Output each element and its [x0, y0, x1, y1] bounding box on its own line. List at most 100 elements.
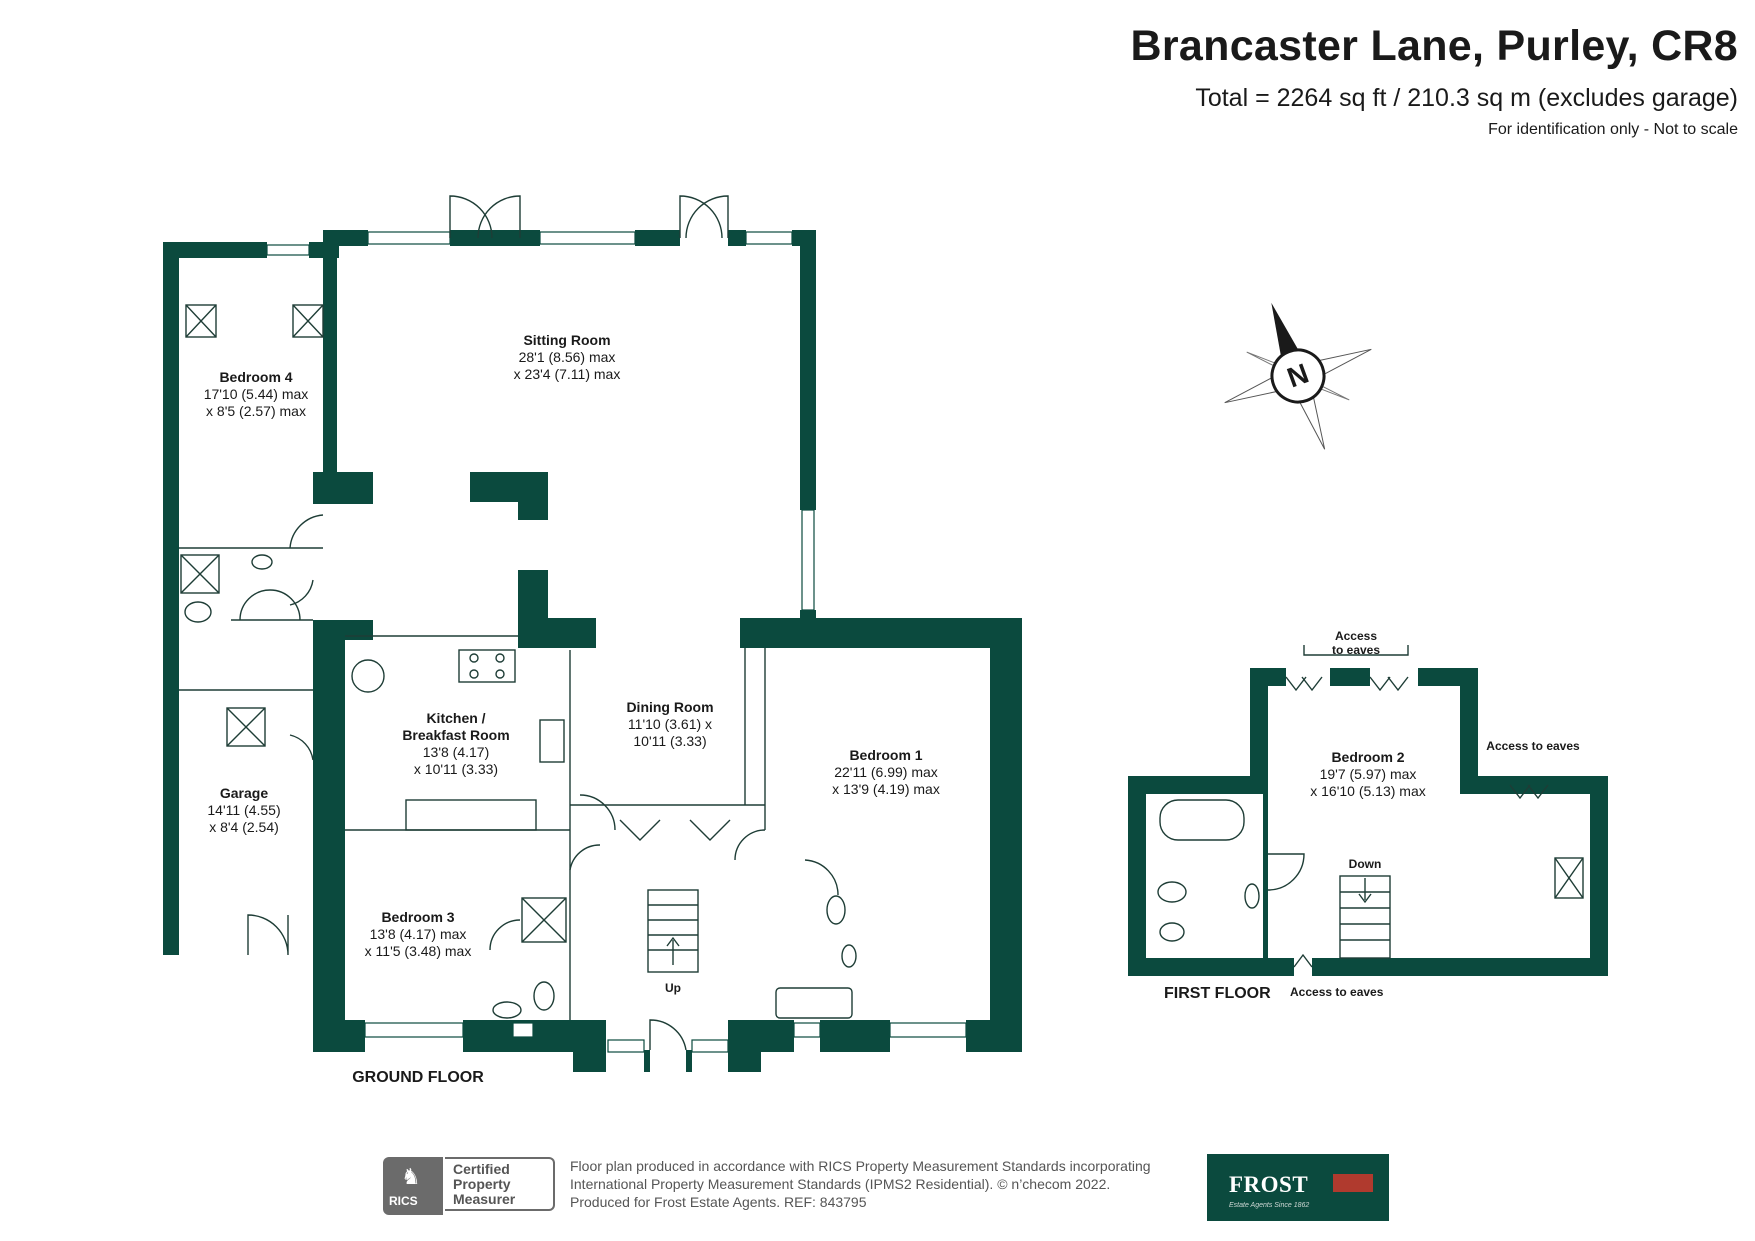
basin-icon	[251, 554, 273, 570]
french-door	[449, 195, 521, 239]
cupboard-doors	[619, 819, 731, 841]
french-door	[679, 195, 729, 239]
rics-logo: ♞ RICS	[383, 1157, 443, 1215]
basin-icon	[1244, 883, 1260, 909]
sitting-room-name: Sitting Room	[523, 332, 610, 348]
window	[607, 1039, 645, 1053]
garage-dim1: 14'11 (4.55)	[207, 802, 280, 818]
wall	[1330, 668, 1370, 686]
bidet-icon	[1159, 922, 1185, 942]
toilet-icon	[184, 601, 212, 623]
wall	[323, 242, 337, 472]
bedroom4-dim1: 17'10 (5.44) max	[204, 386, 309, 402]
wall	[1128, 958, 1294, 976]
frost-logo: FROST Estate Agents Since 1862	[1207, 1154, 1389, 1221]
bedroom2-dim1: 19'7 (5.97) max	[1320, 766, 1417, 782]
wall	[728, 1020, 794, 1052]
bedroom2-dim2: x 16'10 (5.13) max	[1310, 783, 1426, 799]
bedroom1-dim2: x 13'9 (4.19) max	[832, 781, 940, 797]
boiler-icon	[351, 659, 385, 693]
worktop	[405, 799, 537, 831]
wall	[1460, 668, 1478, 794]
north-arrow-icon: N	[1224, 302, 1372, 450]
wall	[313, 472, 373, 504]
window	[889, 1022, 967, 1038]
door-swing	[489, 919, 521, 951]
dining-room-dim2: 10'11 (3.33)	[633, 733, 706, 749]
footer-line-2: International Property Measurement Stand…	[570, 1176, 1111, 1192]
kitchen-dim2: x 10'11 (3.33)	[414, 761, 498, 777]
agent-name: FROST	[1229, 1172, 1309, 1197]
wall	[313, 760, 345, 1020]
window	[793, 1022, 821, 1038]
bedroom1-name: Bedroom 1	[849, 747, 922, 763]
toilet-icon	[826, 895, 846, 925]
chimney	[518, 570, 548, 620]
bedroom3-name: Bedroom 3	[381, 909, 454, 925]
wall	[1250, 668, 1268, 778]
wall	[520, 230, 540, 246]
wall	[800, 230, 816, 510]
cert-line-2: Property	[453, 1176, 511, 1192]
skylight	[226, 707, 266, 747]
disclaimer-note: For identification only - Not to scale	[1488, 121, 1738, 138]
skylight	[185, 304, 217, 338]
wall	[1263, 776, 1268, 966]
dining-room-dim1: 11'10 (3.61) x	[628, 716, 712, 732]
building-mark-icon	[1333, 1174, 1373, 1192]
window	[266, 244, 310, 256]
skylight	[292, 304, 324, 338]
eaves-top-label-1: Access	[1335, 629, 1377, 643]
eaves-bottom-label: Access to eaves	[1290, 985, 1384, 999]
wall	[1460, 776, 1608, 794]
sink-icon	[539, 719, 565, 763]
wall	[990, 618, 1022, 1050]
door-swing	[734, 829, 766, 861]
eaves-hatch	[1509, 784, 1549, 800]
eaves-hatch	[1369, 676, 1409, 692]
footer-line-1: Floor plan produced in accordance with R…	[570, 1158, 1151, 1174]
chimney	[518, 472, 548, 520]
kitchen-name1: Kitchen /	[426, 710, 485, 726]
bedroom4-name: Bedroom 4	[219, 369, 292, 385]
wall	[820, 1020, 890, 1052]
kitchen-dim1: 13'8 (4.17)	[423, 744, 490, 760]
page-title: Brancaster Lane, Purley, CR8	[1130, 22, 1738, 70]
toilet-icon	[533, 981, 555, 1011]
wall	[313, 620, 373, 640]
wall	[966, 1020, 1022, 1052]
bedroom2-name: Bedroom 2	[1331, 749, 1404, 765]
cert-line-3: Measurer	[453, 1191, 516, 1207]
toilet-icon	[1157, 881, 1187, 903]
cert-line-1: Certified	[453, 1161, 510, 1177]
hob-icon	[458, 649, 516, 683]
ground-floor-label: GROUND FLOOR	[352, 1069, 484, 1086]
staircase-down	[1339, 875, 1391, 959]
wall	[573, 1020, 606, 1072]
shower-tray	[521, 897, 567, 943]
stairs-up-label: Up	[665, 981, 681, 995]
wall	[163, 242, 267, 258]
rics-certified-badge: ♞ RICS Certified Property Measurer	[383, 1157, 559, 1215]
bedroom1-dim1: 22'11 (6.99) max	[834, 764, 938, 780]
footer-disclaimer: Floor plan produced in accordance with R…	[570, 1157, 1151, 1211]
chimney	[518, 618, 596, 648]
bedroom3-dim2: x 11'5 (3.48) max	[365, 943, 472, 959]
door-swing	[804, 859, 839, 896]
door-swing	[1267, 853, 1305, 891]
wall	[740, 618, 770, 648]
agent-tagline: Estate Agents Since 1862	[1229, 1202, 1310, 1209]
bedroom4-dim2: x 8'5 (2.57) max	[206, 403, 306, 419]
wall	[1312, 958, 1608, 976]
lion-icon: ♞	[401, 1164, 421, 1189]
wall	[450, 230, 520, 246]
staircase-up	[647, 889, 699, 973]
bedroom3-dim1: 13'8 (4.17) max	[370, 926, 467, 942]
wall	[728, 230, 746, 246]
first-floor-label: FIRST FLOOR	[1164, 985, 1271, 1002]
eaves-top-label-2: to eaves	[1332, 643, 1380, 657]
door-swing	[579, 794, 616, 831]
stairs-down-label: Down	[1349, 857, 1382, 871]
wall	[740, 618, 1022, 648]
